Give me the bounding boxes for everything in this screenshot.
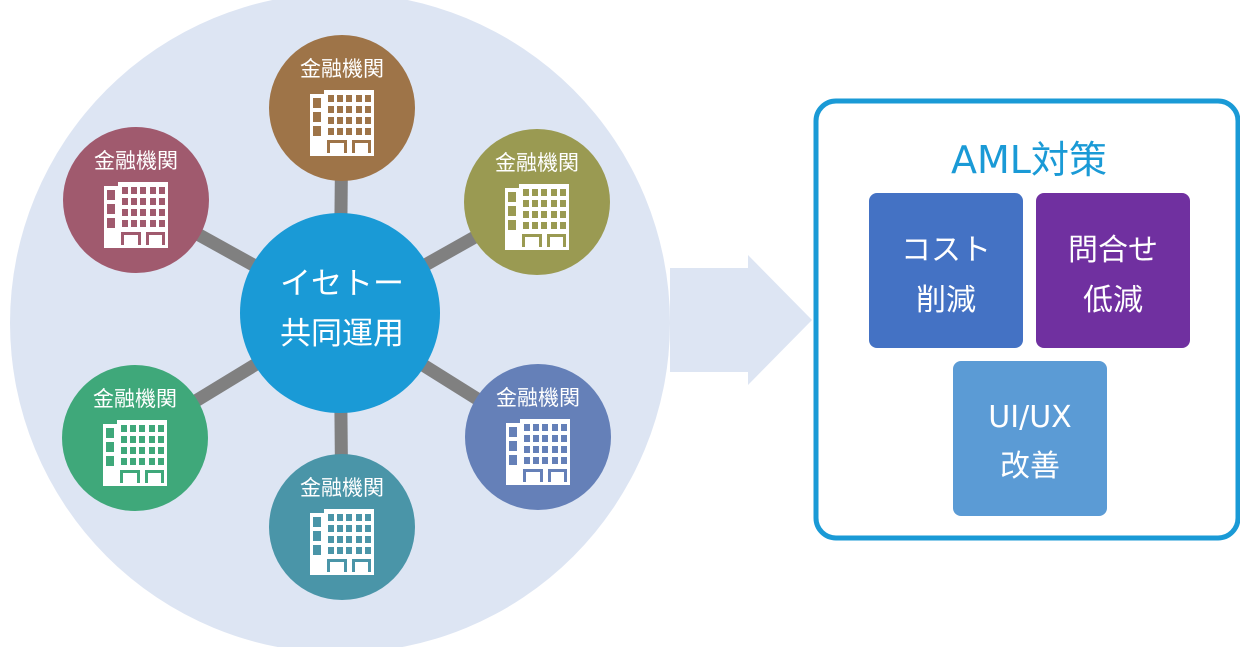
right-arrow-icon [670, 255, 812, 385]
office-building-icon [310, 509, 374, 575]
institution-node: 金融機関 [269, 35, 415, 181]
office-building-icon [104, 182, 168, 248]
institution-node: 金融機関 [269, 454, 415, 600]
office-building-icon [310, 90, 374, 156]
institution-label: 金融機関 [495, 151, 579, 175]
inquiry-reduction-box [1036, 193, 1190, 348]
office-building-icon [506, 419, 570, 485]
institution-node: 金融機関 [465, 364, 611, 510]
cost-reduction-line2: 削減 [916, 283, 976, 318]
institution-label: 金融機関 [94, 149, 178, 173]
office-building-icon [103, 420, 167, 486]
institution-label: 金融機関 [496, 386, 580, 410]
office-building-icon [505, 184, 569, 250]
institution-node: 金融機関 [62, 365, 208, 511]
inquiry-reduction-line1: 問合せ [1068, 233, 1158, 268]
hub-label-line1: イセトー [280, 266, 404, 302]
aml-panel-title: AML対策 [951, 138, 1107, 182]
hub-circle [240, 213, 440, 413]
uiux-improvement-line1: UI/UX [988, 400, 1071, 435]
institution-node: 金融機関 [464, 129, 610, 275]
inquiry-reduction-line2: 低減 [1083, 283, 1143, 318]
uiux-improvement-box [953, 361, 1107, 516]
hub-node: イセトー 共同運用 [240, 213, 440, 413]
institution-label: 金融機関 [93, 387, 177, 411]
aml-panel: AML対策 コスト 削減 問合せ 低減 UI/UX 改善 [813, 98, 1240, 541]
cost-reduction-line1: コスト [901, 233, 991, 268]
cost-reduction-box [869, 193, 1023, 348]
uiux-improvement-line2: 改善 [1000, 449, 1060, 484]
institution-label: 金融機関 [300, 57, 384, 81]
hub-label-line2: 共同運用 [280, 316, 404, 352]
institution-node: 金融機関 [63, 127, 209, 273]
institution-label: 金融機関 [300, 476, 384, 500]
